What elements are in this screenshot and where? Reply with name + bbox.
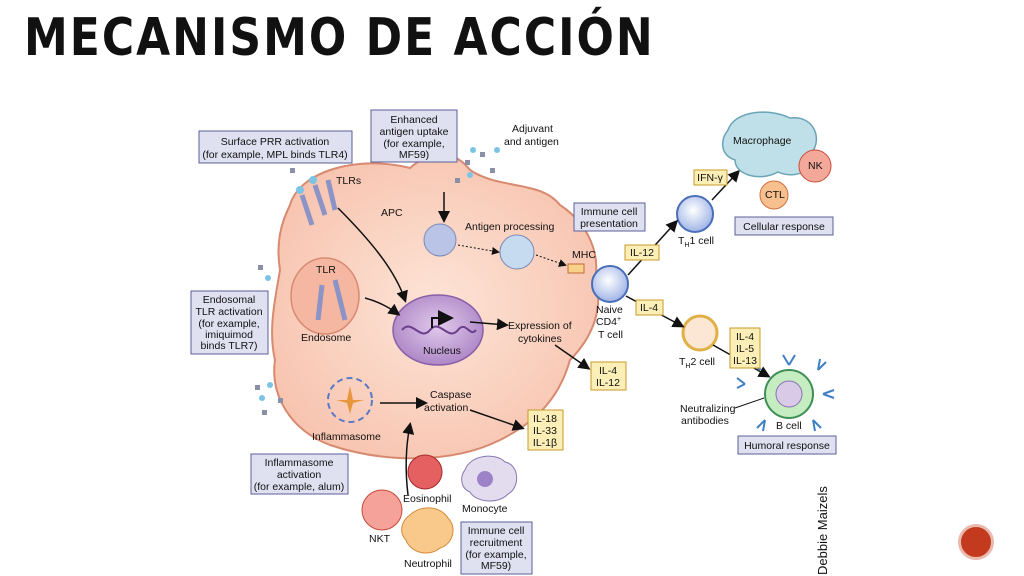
label-neutrophil: Neutrophil	[404, 558, 452, 570]
svg-text:MF59): MF59)	[481, 560, 511, 572]
label-neutralizing-2: antibodies	[681, 415, 729, 427]
label-expression: Expression of	[508, 320, 572, 332]
box-humoral-response: Humoral response	[737, 435, 837, 455]
cytokine-il12: IL-12	[624, 244, 660, 261]
label-tlrs: TLRs	[336, 175, 361, 187]
svg-text:IL-5: IL-5	[736, 343, 754, 355]
svg-text:IL-18: IL-18	[533, 413, 557, 425]
label-naive-tcell: T cell	[598, 329, 623, 341]
cytokine-th2-box: IL-4 IL-5 IL-13	[729, 327, 761, 369]
svg-text:Cellular response: Cellular response	[743, 221, 825, 233]
box-cellular-response: Cellular response	[734, 216, 834, 236]
label-nkt: NKT	[369, 533, 391, 545]
svg-text:(for example, MPL binds TLR4): (for example, MPL binds TLR4)	[202, 149, 347, 161]
label-th1: TH1 cell	[678, 235, 714, 249]
naive-t-cell	[591, 265, 629, 303]
svg-text:IL-4: IL-4	[640, 302, 658, 314]
antigen-particles	[259, 147, 500, 401]
adjuvant-particles	[255, 152, 495, 415]
label-adjuvant-2: and antigen	[504, 136, 559, 148]
label-eosinophil: Eosinophil	[403, 493, 451, 505]
nkt-cell	[361, 489, 403, 531]
label-caspase-2: activation	[424, 402, 469, 414]
label-endosome: Endosome	[301, 332, 351, 344]
box-surface-prr: Surface PRR activation (for example, MPL…	[198, 130, 353, 164]
ctl-cell	[759, 180, 789, 210]
box-immune-presentation: Immune cell presentation	[573, 202, 646, 232]
label-mhc: MHC	[572, 249, 596, 261]
svg-text:IFN-γ: IFN-γ	[697, 172, 723, 184]
svg-text:IL-12: IL-12	[630, 247, 654, 259]
svg-text:IL-1β: IL-1β	[533, 437, 557, 449]
next-slide-button[interactable]	[958, 524, 994, 560]
label-bcell: B cell	[776, 420, 802, 432]
svg-text:Inflammasome: Inflammasome	[265, 457, 334, 469]
label-inflammasome: Inflammasome	[312, 431, 381, 443]
vesicle-processing	[499, 234, 535, 270]
nucleus	[392, 294, 484, 366]
label-expression-2: cytokines	[518, 333, 562, 345]
svg-text:IL-12: IL-12	[596, 377, 620, 389]
label-naive: Naive	[596, 304, 623, 316]
svg-text:imiquimod: imiquimod	[205, 329, 253, 341]
cytokine-il4-arrow: IL-4	[635, 299, 664, 316]
svg-text:antigen uptake: antigen uptake	[380, 126, 449, 138]
label-th2: TH2 cell	[679, 356, 715, 370]
label-nk: NK	[808, 160, 823, 172]
eosinophil-cell	[407, 454, 443, 490]
svg-text:MF59): MF59)	[399, 149, 429, 161]
svg-text:Immune cell: Immune cell	[468, 525, 525, 537]
svg-text:(for example,: (for example,	[465, 549, 526, 561]
label-adjuvant: Adjuvant	[512, 123, 553, 135]
svg-text:(for example,: (for example,	[383, 138, 444, 150]
neutrophil-cell	[401, 507, 454, 554]
box-endosomal: Endosomal TLR activation (for example, i…	[190, 290, 269, 355]
surface-tlrs	[296, 176, 338, 226]
mhc-receptor	[567, 263, 585, 274]
svg-text:(for example,: (for example,	[198, 318, 259, 330]
svg-text:IL-13: IL-13	[733, 355, 757, 367]
svg-text:presentation: presentation	[580, 218, 638, 230]
th1-cell	[676, 195, 714, 233]
label-macrophage: Macrophage	[733, 135, 792, 147]
svg-text:Enhanced: Enhanced	[390, 114, 437, 126]
svg-text:activation: activation	[277, 469, 322, 481]
cytokine-ifn: IFN-γ	[693, 169, 728, 186]
label-caspase: Caspase	[430, 389, 472, 401]
svg-text:IL-33: IL-33	[533, 425, 557, 437]
box-immune-recruitment: Immune cell recruitment (for example, MF…	[460, 521, 533, 575]
image-credit: Debbie Maizels	[815, 486, 830, 575]
label-naive-cd4: CD4+	[596, 316, 621, 328]
label-apc: APC	[381, 207, 403, 219]
slide-title: MECANISMO DE ACCIÓN	[24, 8, 655, 69]
vesicle-uptake	[423, 223, 457, 257]
svg-text:binds TLR7): binds TLR7)	[200, 340, 257, 352]
svg-text:recruitment: recruitment	[470, 537, 523, 549]
label-ctl: CTL	[765, 189, 785, 201]
svg-text:IL-4: IL-4	[599, 365, 617, 377]
label-nucleus: Nucleus	[423, 345, 461, 357]
label-monocyte: Monocyte	[462, 503, 508, 515]
svg-text:Surface PRR activation: Surface PRR activation	[221, 136, 330, 148]
nk-cell	[798, 149, 832, 183]
inflammasome-complex	[327, 377, 373, 423]
svg-text:IL-4: IL-4	[736, 331, 754, 343]
svg-text:Humoral response: Humoral response	[744, 440, 830, 452]
th2-cell	[681, 314, 719, 352]
label-tlr: TLR	[316, 264, 336, 276]
cytokine-expression-box: IL-4 IL-12	[590, 361, 627, 391]
cytokine-caspase-box: IL-18 IL-33 IL-1β	[527, 409, 564, 451]
svg-text:Immune cell: Immune cell	[581, 206, 638, 218]
box-enhanced-uptake: Enhanced antigen uptake (for example, MF…	[370, 109, 458, 163]
label-antigen-processing: Antigen processing	[465, 221, 554, 233]
svg-text:Endosomal: Endosomal	[203, 294, 256, 306]
label-neutralizing: Neutralizing	[680, 403, 736, 415]
svg-text:TLR activation: TLR activation	[195, 306, 262, 318]
svg-text:(for example, alum): (for example, alum)	[254, 481, 344, 493]
box-inflammasome-activation: Inflammasome activation (for example, al…	[250, 453, 349, 495]
